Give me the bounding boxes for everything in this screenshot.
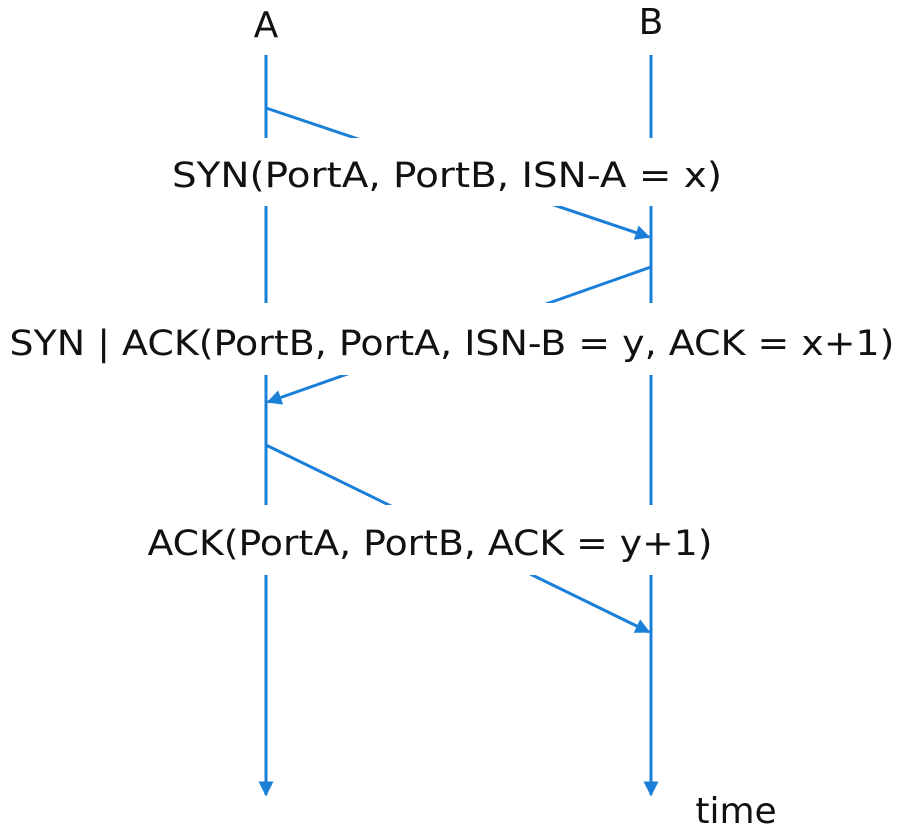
label-mask-syn (165, 138, 730, 206)
participant-b-label: B (639, 2, 664, 43)
label-mask-syn-ack (6, 303, 898, 375)
message-label-ack: ACK(PortA, PortB, ACK = y+1) (148, 524, 713, 564)
message-label-syn: SYN(PortA, PortB, ISN-A = x) (172, 156, 722, 196)
participant-a-label: A (254, 5, 279, 46)
time-axis-label: time (695, 791, 776, 832)
message-label-syn-ack: SYN | ACK(PortB, PortA, ISN-B = y, ACK =… (10, 324, 895, 364)
label-mask-ack (140, 505, 720, 575)
